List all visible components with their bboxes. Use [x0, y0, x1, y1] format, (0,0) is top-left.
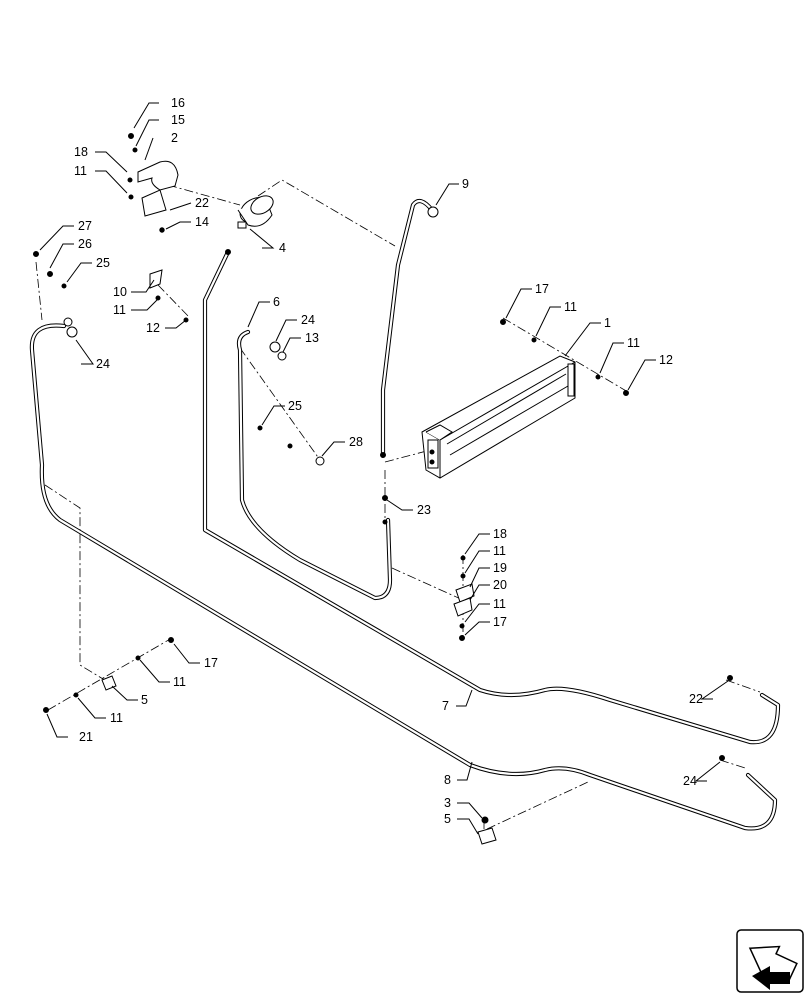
fitting-hose-8 [63, 317, 73, 327]
clamp-5-bottom [477, 827, 497, 845]
callout-11: 11 [493, 544, 506, 558]
callout-11: 11 [493, 597, 506, 611]
callout-25: 25 [288, 399, 302, 413]
callout-24: 24 [301, 313, 315, 327]
callout-3: 3 [444, 796, 451, 810]
callout-22: 22 [195, 196, 209, 210]
callout-18: 18 [493, 527, 507, 541]
callout-26: 26 [78, 237, 92, 251]
callout-23: 23 [417, 503, 431, 517]
bracket-19 [455, 583, 475, 603]
callout-5: 5 [444, 812, 451, 826]
o-ring-24 [66, 326, 78, 338]
callout-11: 11 [110, 711, 123, 725]
receiver-drier [237, 195, 274, 229]
callout-16: 16 [171, 96, 185, 110]
callout-11: 11 [173, 675, 186, 689]
callout-13: 13 [305, 331, 319, 345]
hose-7 [202, 249, 781, 745]
callout-11: 11 [627, 336, 640, 350]
callout-22: 22 [689, 692, 703, 706]
callout-20: 20 [493, 578, 507, 592]
callout-25: 25 [96, 256, 110, 270]
callout-5: 5 [141, 693, 148, 707]
bracket-10 [149, 269, 163, 289]
mounting-bracket [137, 160, 179, 233]
callout-21: 21 [79, 730, 93, 744]
callout-11: 11 [113, 303, 126, 317]
callout-17: 17 [535, 282, 549, 296]
callout-10: 10 [113, 285, 127, 299]
o-ring-24b [269, 341, 281, 353]
callout-2: 2 [171, 131, 178, 145]
callout-24: 24 [96, 357, 110, 371]
callout-7: 7 [442, 699, 449, 713]
components [33, 133, 733, 845]
callout-15: 15 [171, 113, 185, 127]
fitting-13 [277, 351, 287, 361]
callout-9: 9 [462, 177, 469, 191]
callout-14: 14 [195, 215, 209, 229]
callout-27: 27 [78, 219, 92, 233]
hoses [29, 198, 781, 831]
callout-24: 24 [683, 774, 697, 788]
hose-6 [236, 329, 393, 601]
callout-12: 12 [146, 321, 160, 335]
heat-exchanger-core [421, 355, 576, 479]
callout-11: 11 [564, 300, 577, 314]
callout-8: 8 [444, 773, 451, 787]
fitting-9 [427, 206, 439, 218]
callout-11: 11 [74, 164, 87, 178]
fitting-28 [315, 456, 325, 466]
leader-lines [39, 102, 729, 835]
callout-4: 4 [279, 241, 286, 255]
callout-28: 28 [349, 435, 363, 449]
hose-8 [29, 323, 778, 831]
next-page-arrow-icon[interactable] [736, 929, 804, 993]
callout-19: 19 [493, 561, 507, 575]
callout-12: 12 [659, 353, 673, 367]
callout-6: 6 [273, 295, 280, 309]
callout-labels: 16 15 2 18 11 22 14 9 4 27 26 25 10 11 1… [74, 96, 703, 826]
callout-18: 18 [74, 145, 88, 159]
bracket-20 [453, 597, 473, 617]
callout-17: 17 [493, 615, 507, 629]
callout-1: 1 [604, 316, 611, 330]
callout-17: 17 [204, 656, 218, 670]
